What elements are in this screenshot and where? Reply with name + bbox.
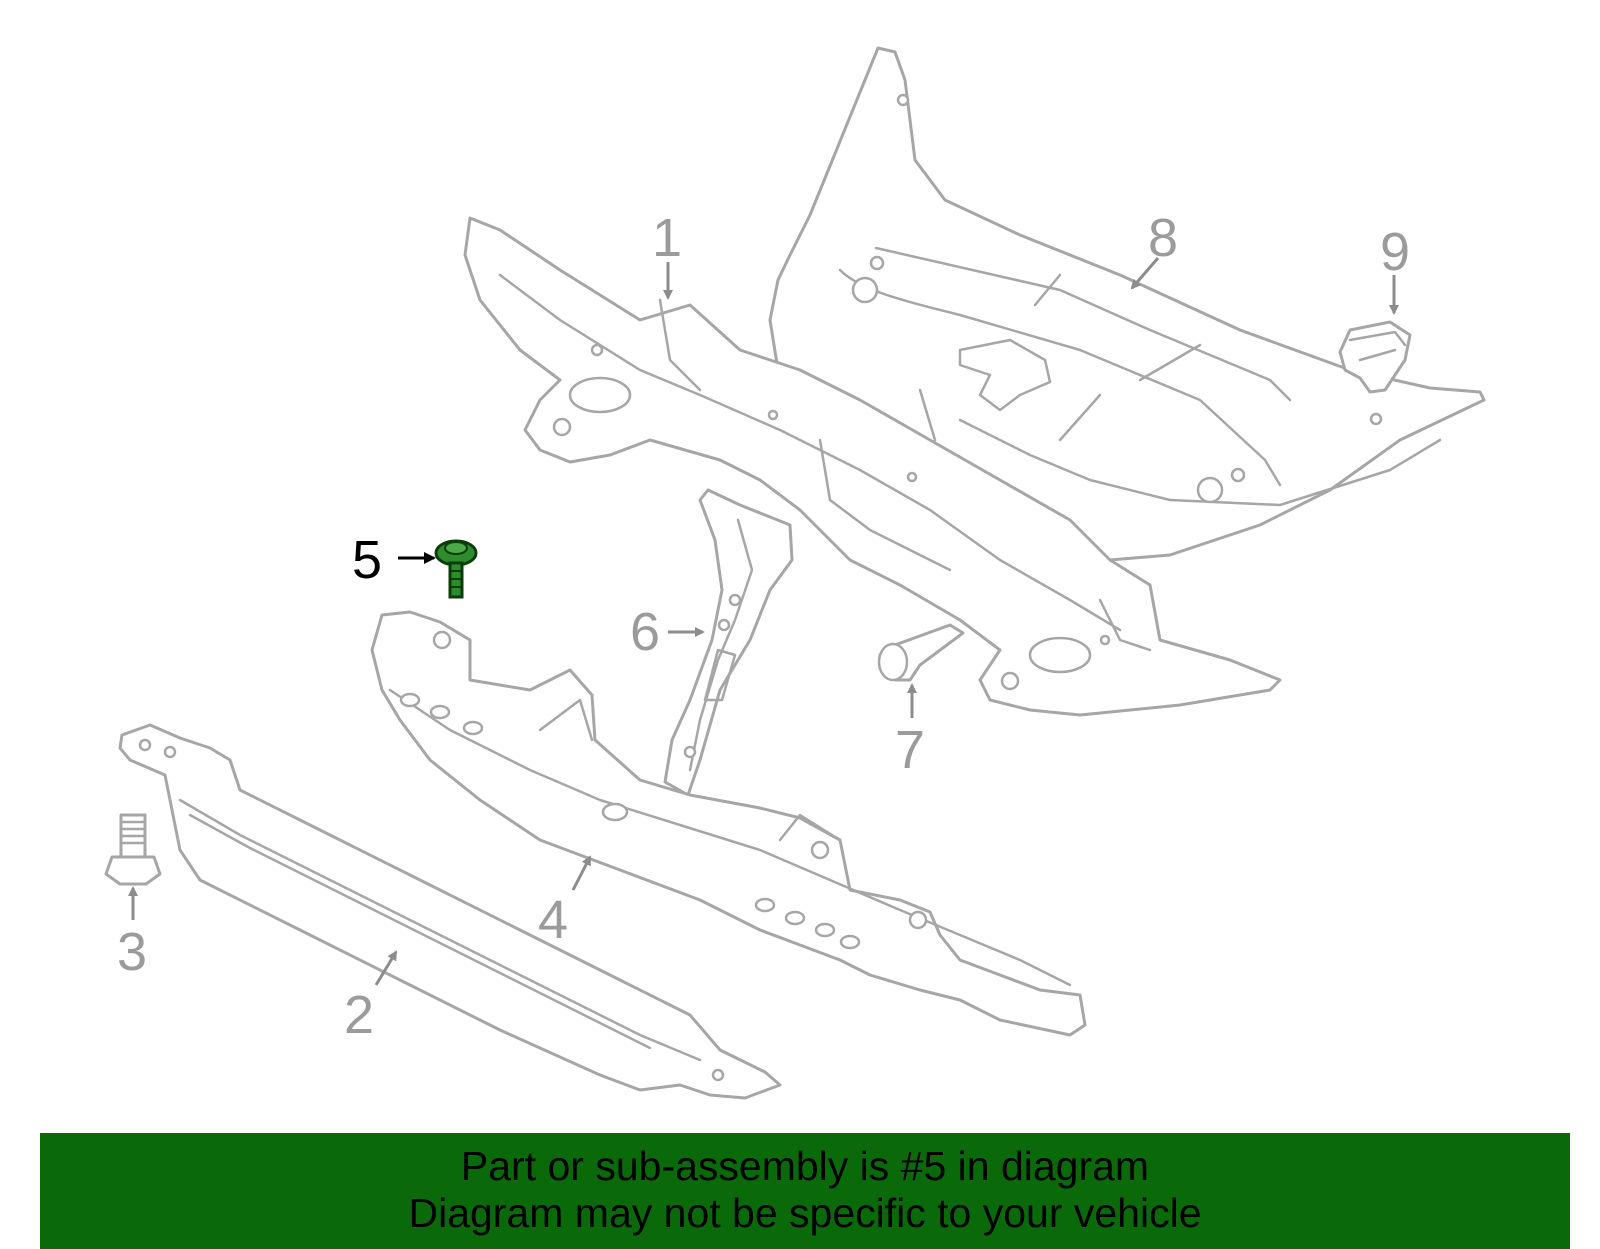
callout-6: 6 — [630, 602, 660, 662]
part-6-vertical-support — [663, 488, 794, 797]
part-5-screw — [434, 539, 478, 599]
banner-line-1: Part or sub-assembly is #5 in diagram — [460, 1143, 1150, 1189]
callout-1: 1 — [652, 208, 682, 268]
callout-8: 8 — [1148, 208, 1178, 268]
callout-4: 4 — [538, 890, 568, 950]
part-4-lower-crossmember — [370, 610, 1087, 1037]
callout-5: 5 — [352, 530, 382, 590]
callout-9: 9 — [1380, 222, 1410, 282]
parts-diagram: 1 2 3 4 5 6 7 8 9 — [104, 46, 1486, 1100]
callout-2: 2 — [344, 985, 374, 1045]
callout-3: 3 — [117, 922, 147, 982]
leader-lines — [128, 257, 1399, 986]
part-1-upper-carrier — [463, 216, 1282, 717]
part-8-shield — [768, 46, 1486, 562]
part-3-bolt — [104, 813, 162, 886]
banner-line-2: Diagram may not be specific to your vehi… — [408, 1190, 1202, 1236]
part-2-lower-beam — [118, 723, 782, 1100]
part-9-clip — [1338, 320, 1412, 394]
callout-7: 7 — [895, 720, 925, 780]
info-banner: Part or sub-assembly is #5 in diagram Di… — [40, 1133, 1570, 1249]
part-7-buffer — [877, 623, 965, 682]
